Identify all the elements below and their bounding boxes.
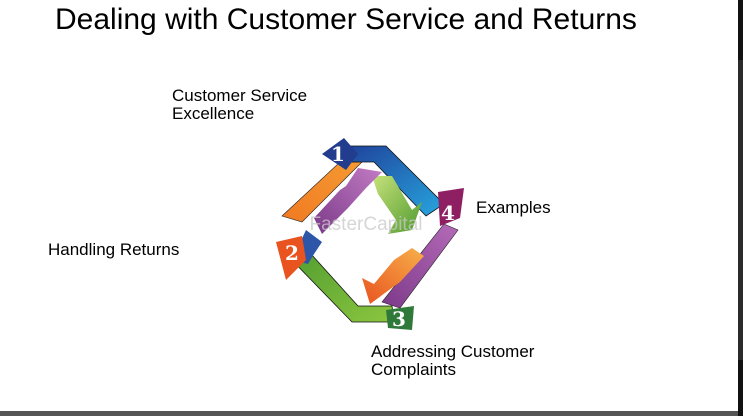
window-right-edge — [738, 0, 743, 416]
step-4-label-line-1: Examples — [476, 198, 551, 217]
step-3-label-line-1: Addressing Customer — [371, 342, 535, 361]
slide-title: Dealing with Customer Service and Return… — [55, 3, 637, 36]
watermark-text: FasterCapital — [310, 214, 423, 235]
inner-arrow-orange — [362, 248, 424, 304]
inner-arrow-green — [372, 176, 422, 234]
step-number-2: 2 — [285, 241, 299, 265]
arrowhead-2 — [276, 236, 306, 280]
inner-arrow-purple — [314, 168, 382, 234]
arrowhead-1 — [322, 138, 358, 170]
step-number-3: 3 — [392, 307, 406, 331]
step-1-label-line-1: Customer Service — [172, 86, 308, 105]
step-1-label-line-2: Excellence — [172, 104, 255, 123]
step-number-4: 4 — [441, 201, 455, 225]
arrowhead-4 — [438, 188, 464, 226]
scrollbar-track — [738, 60, 743, 360]
step-3-label-line-2: Complaints — [371, 360, 457, 379]
cycle-arrows-diagram: 1 2 3 4 FasterCapital — [276, 138, 464, 331]
step-4-label: Examples — [476, 199, 551, 217]
step-2-label-line-1: Handling Returns — [48, 240, 180, 259]
step-number-1: 1 — [331, 142, 345, 166]
step-1-label: Customer Service Excellence — [172, 87, 307, 123]
step-3-label: Addressing Customer Complaints — [371, 343, 534, 379]
step-2-label: Handling Returns — [48, 241, 179, 259]
window-bottom-edge — [0, 411, 738, 416]
arrowhead-3 — [386, 306, 414, 330]
